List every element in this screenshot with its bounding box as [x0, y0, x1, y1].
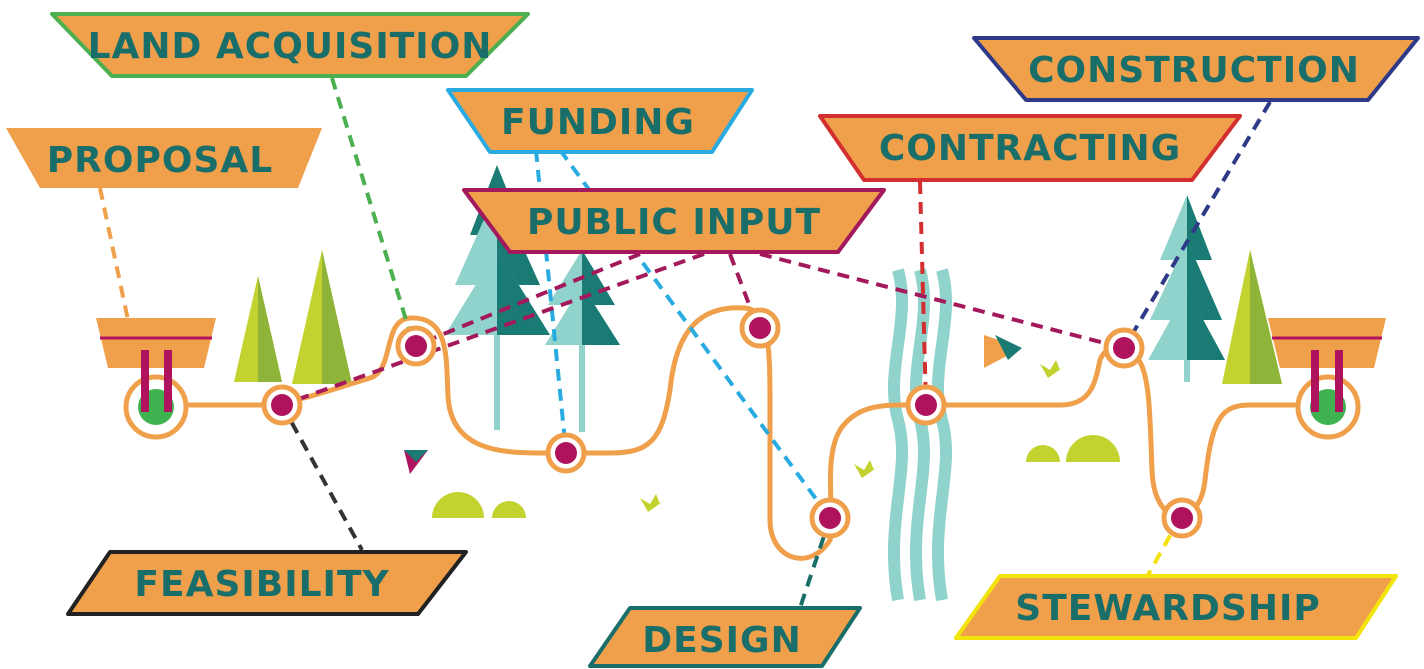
label-contracting: CONTRACTING: [818, 114, 1242, 182]
leader-design: [798, 517, 832, 609]
label-construction-text: CONSTRUCTION: [1028, 50, 1360, 91]
start-marker: [96, 318, 216, 440]
leader-public-land: [413, 252, 641, 348]
node-feasibility: [261, 384, 303, 426]
node-funding: [545, 432, 587, 474]
pine-tree-left-small: [234, 276, 282, 382]
leader-public-stew: [759, 252, 1125, 350]
trail-nodes: [261, 307, 1203, 539]
end-marker: [1268, 318, 1386, 440]
label-land-acquisition-text: LAND ACQUISITION: [88, 26, 493, 67]
label-proposal: PROPOSAL: [6, 128, 322, 188]
label-stewardship-text: STEWARDSHIP: [1015, 588, 1320, 629]
triangle-decor-right: [984, 335, 1022, 368]
leader-contracting: [918, 181, 928, 406]
leader-feasibility: [280, 404, 364, 551]
teal-tree-right: [1148, 195, 1225, 382]
label-design: DESIGN: [588, 606, 862, 668]
label-public-input-text: PUBLIC INPUT: [527, 202, 821, 243]
node-construction: [1103, 327, 1145, 369]
node-land-acquisition: [395, 325, 437, 367]
leader-construction: [1122, 100, 1272, 350]
label-funding-text: FUNDING: [501, 102, 695, 143]
label-contracting-text: CONTRACTING: [879, 128, 1181, 169]
sprouts: [640, 360, 1068, 512]
pine-tree-left-large: [292, 250, 352, 384]
bushes: [432, 435, 1120, 518]
label-funding: FUNDING: [446, 88, 754, 154]
label-proposal-text: PROPOSAL: [47, 140, 273, 181]
label-land-acquisition: LAND ACQUISITION: [50, 12, 530, 78]
leader-land-acquisition: [330, 77, 416, 347]
leader-public-feasibility: [281, 252, 705, 407]
node-design: [809, 497, 851, 539]
pine-tree-right: [1222, 250, 1282, 384]
label-feasibility-text: FEASIBILITY: [134, 564, 389, 605]
node-contracting: [905, 384, 947, 426]
node-stewardship: [1161, 497, 1203, 539]
label-design-text: DESIGN: [642, 620, 801, 661]
triangle-decor-left: [404, 450, 428, 474]
label-public-input: PUBLIC INPUT: [462, 188, 886, 254]
leader-proposal: [98, 187, 130, 321]
node-public-input: [739, 307, 781, 349]
trail-path: [152, 305, 1333, 561]
label-stewardship: STEWARDSHIP: [954, 574, 1398, 640]
label-construction: CONSTRUCTION: [972, 36, 1420, 102]
waterfall: [887, 268, 953, 602]
label-feasibility: FEASIBILITY: [66, 550, 468, 616]
leader-funding-design: [558, 148, 832, 520]
